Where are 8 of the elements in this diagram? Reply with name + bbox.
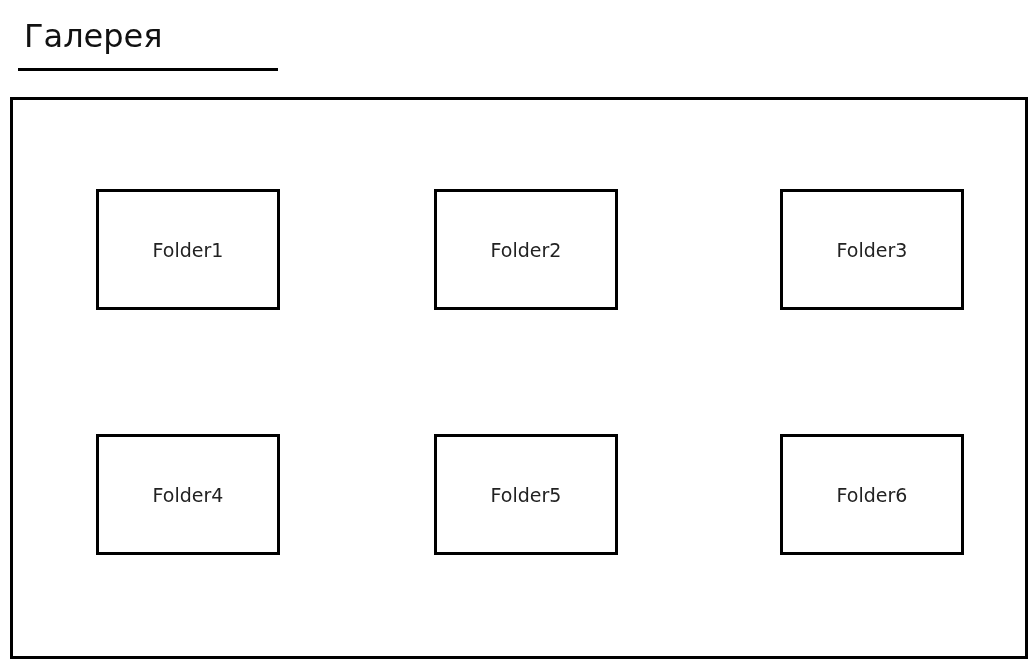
folder-tile: Folder6 — [780, 434, 964, 555]
folder-tile: Folder5 — [434, 434, 618, 555]
page-title: Галерея — [24, 16, 163, 57]
folder-tile: Folder4 — [96, 434, 280, 555]
folder-tile: Folder1 — [96, 189, 280, 310]
gallery-panel — [10, 97, 1028, 659]
folder-tile: Folder2 — [434, 189, 618, 310]
folder-tile: Folder3 — [780, 189, 964, 310]
